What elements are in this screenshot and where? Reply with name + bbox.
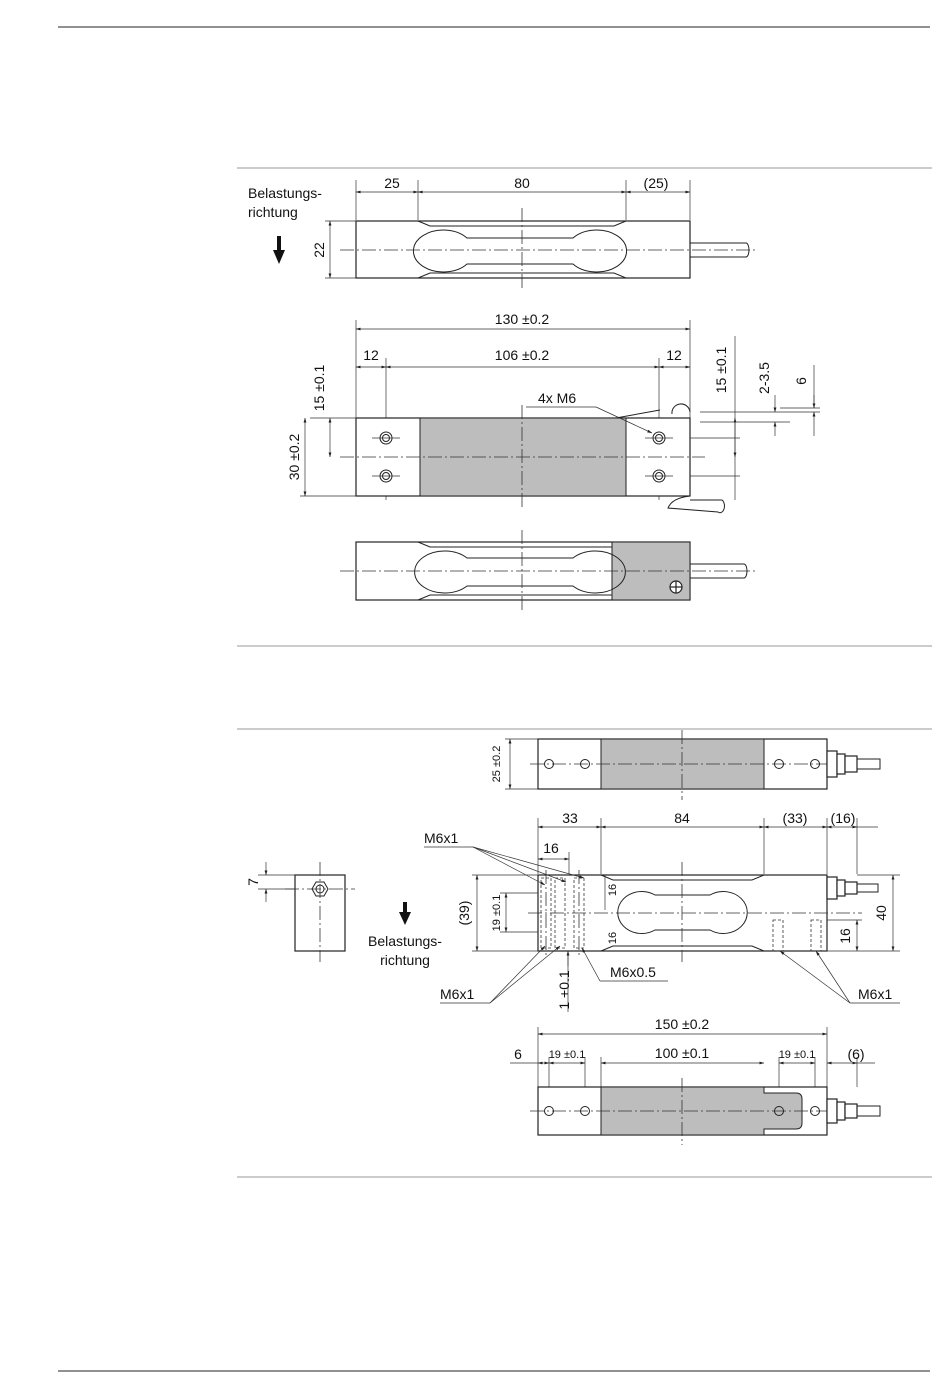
d2-dim-height-40: 40 [873, 905, 889, 921]
d2-dim-16-ref: (16) [831, 810, 856, 826]
d2-thread-label-bottom-right: M6x1 [858, 986, 892, 1002]
side-view-body [356, 221, 690, 278]
dim-top-25: 25 [384, 175, 400, 191]
d2-dim-width-25: 25 ±0.2 [491, 746, 503, 783]
dim-top-80: 80 [514, 175, 530, 191]
d2-dim-33-ref: (33) [783, 810, 808, 826]
dim-left-15: 15 ±0.1 [311, 364, 327, 411]
d2-thread-label-bottom-left: M6x1 [440, 986, 474, 1002]
dim-seg-12-left: 12 [363, 347, 379, 363]
d2-dim-end-7: 7 [245, 878, 261, 886]
dim-top-25-ref: (25) [644, 175, 669, 191]
dim-right-2-3-5: 2-3.5 [756, 362, 772, 394]
load-arrow-icon [273, 236, 285, 264]
d2-dim-bottom-6: 6 [514, 1046, 522, 1062]
d2-dim-39: (39) [456, 901, 472, 926]
dim-seg-12-right: 12 [666, 347, 682, 363]
d2-load-arrow-icon [399, 902, 411, 925]
d2-connector-1 [827, 751, 880, 777]
d2-dim-19: 19 ±0.1 [491, 895, 503, 932]
drawing-1-load-cell: Belastungs- richtung 25 80 (25) 22 [248, 175, 820, 612]
dim-overall-130: 130 ±0.2 [495, 311, 550, 327]
d2-dim-overall-150: 150 ±0.2 [655, 1016, 710, 1032]
d2-dim-bottom-19-right: 19 ±0.1 [779, 1049, 816, 1061]
d2-dim-bottom-6-ref: (6) [847, 1046, 864, 1062]
dim-right-6: 6 [793, 377, 809, 385]
d2-dim-84: 84 [674, 810, 690, 826]
d2-dim-bottom-19-left: 19 ±0.1 [549, 1049, 586, 1061]
d2-dim-inner-16-top: 16 [607, 884, 619, 896]
dim-width-30: 30 ±0.2 [286, 433, 302, 480]
cable-stub-2 [668, 496, 724, 513]
cable-bend [616, 404, 690, 418]
d2-load-direction-line2: richtung [380, 952, 430, 968]
load-direction-label-line1: Belastungs- [248, 185, 322, 201]
d2-dim-16-small: 16 [543, 840, 559, 856]
d2-connector-3 [827, 1099, 880, 1123]
d2-load-direction-line1: Belastungs- [368, 933, 442, 949]
d2-connector-thread-label: M6x0.5 [610, 964, 656, 980]
d2-thread-label-top: M6x1 [424, 830, 458, 846]
d2-dim-inner-16-bottom: 16 [607, 932, 619, 944]
d2-dim-offset-1: 1 +0.1 [556, 970, 572, 1010]
dim-height-22: 22 [311, 242, 327, 258]
dim-right-15: 15 ±0.1 [713, 346, 729, 393]
dim-seg-106: 106 ±0.2 [495, 347, 550, 363]
d2-connector-2 [827, 877, 878, 899]
screw-icon [670, 581, 682, 593]
drawing-2-load-cell: 25 ±0.2 33 84 (33) (16) 16 [245, 730, 900, 1145]
load-direction-label-line2: richtung [248, 204, 298, 220]
d2-dim-33: 33 [562, 810, 578, 826]
d2-dim-right-16: 16 [837, 928, 853, 944]
d2-dim-bottom-100: 100 ±0.1 [655, 1045, 710, 1061]
thread-label-4xm6: 4x M6 [538, 390, 576, 406]
